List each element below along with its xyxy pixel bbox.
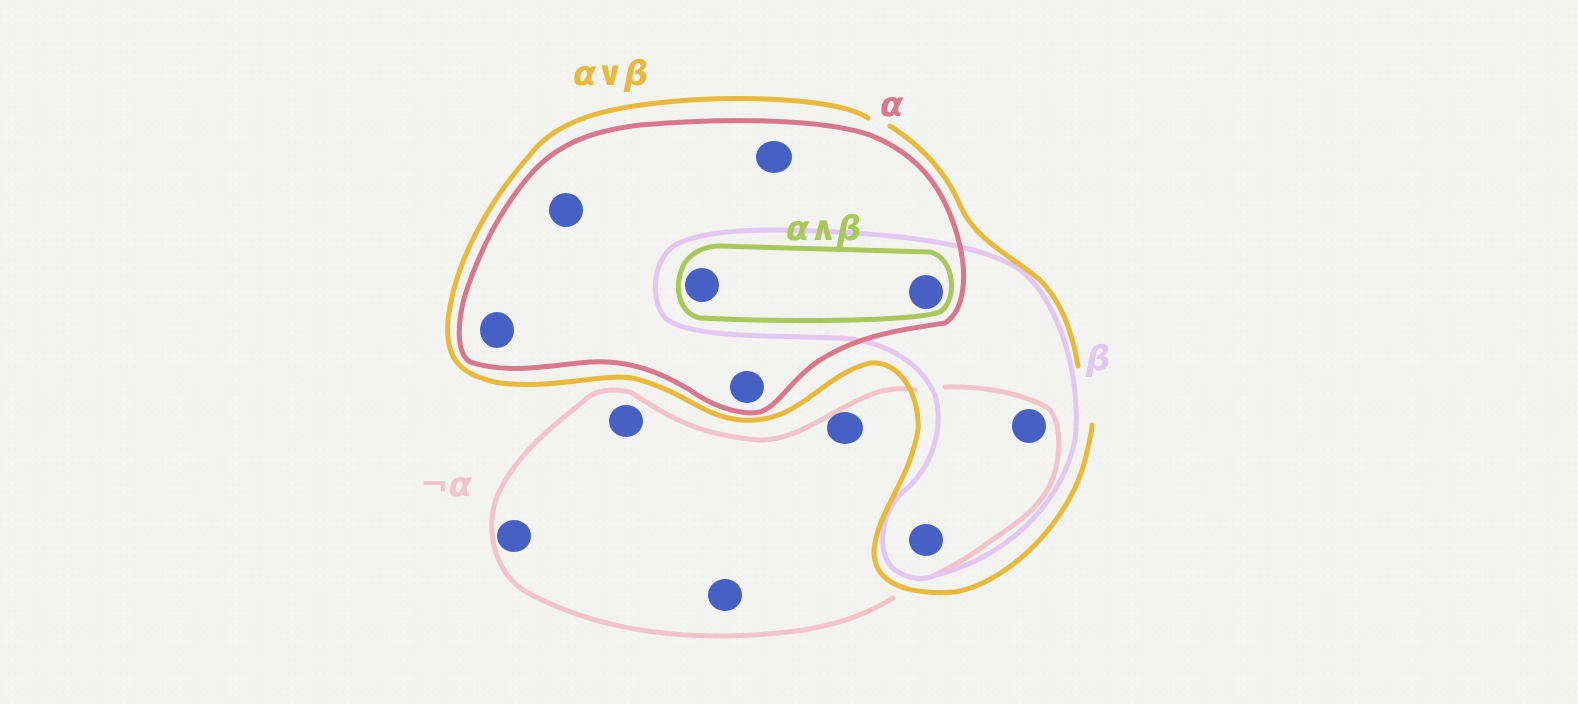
beta-boundary — [652, 227, 1079, 581]
point — [685, 268, 719, 302]
alpha-boundary — [456, 118, 967, 416]
point — [609, 405, 643, 437]
not-alpha-boundary-right — [932, 384, 1062, 578]
point — [909, 275, 943, 309]
alpha-or-beta-boundary — [445, 96, 1095, 595]
not-alpha-label: ¬α — [420, 465, 472, 505]
alpha-or-beta-boundary-upper — [887, 123, 1081, 369]
point — [756, 141, 792, 173]
point — [497, 520, 531, 552]
alpha-and-beta-boundary — [675, 243, 954, 323]
alpha-or-beta-label: α∨β — [573, 54, 648, 94]
point — [730, 371, 764, 403]
point — [909, 524, 943, 556]
alpha-and-beta-label: α∧β — [786, 209, 861, 249]
points-group — [480, 141, 1046, 611]
point — [549, 193, 583, 227]
point — [1012, 409, 1046, 443]
alpha-label: α — [880, 85, 904, 125]
point — [827, 412, 863, 444]
point — [708, 579, 742, 611]
beta-label: β — [1085, 339, 1110, 379]
not-alpha-boundary — [489, 386, 918, 639]
point — [480, 312, 514, 348]
